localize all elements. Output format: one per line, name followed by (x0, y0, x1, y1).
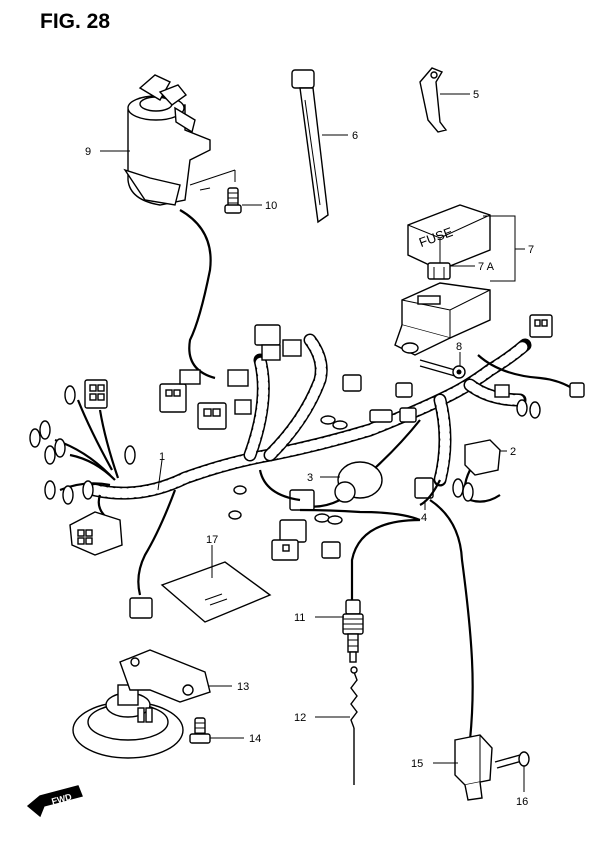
fuse-7a (427, 262, 451, 280)
callout-11: 11 (294, 612, 305, 624)
callout-5: 5 (473, 89, 479, 101)
sensor-11 (342, 518, 421, 663)
component-3 (299, 419, 421, 508)
callout-14: 14 (249, 733, 261, 745)
callout-6: 6 (352, 130, 358, 142)
callout-16: 16 (516, 796, 528, 808)
fuse-box: FUSE (407, 204, 491, 271)
screw-10 (224, 187, 242, 214)
left-connectors (29, 379, 153, 619)
ignition-switch (123, 74, 236, 206)
label-sheet (160, 561, 272, 623)
callout-7: 7 (528, 244, 534, 256)
callout-8: 8 (456, 341, 462, 353)
horn-13 (72, 649, 211, 759)
callout-3: 3 (307, 472, 313, 484)
fuse-holder (394, 282, 491, 356)
forward-arrow-icon: FWD (26, 785, 83, 818)
callout-12: 12 (294, 712, 306, 724)
callouts: 9 10 6 5 7 7 A 8 2 3 4 1 17 11 12 13 14 … (85, 89, 534, 808)
right-connectors (477, 314, 585, 419)
spring-12 (350, 666, 358, 785)
callout-17: 17 (206, 534, 218, 546)
callout-2: 2 (510, 446, 516, 458)
bolt-14 (189, 717, 211, 744)
figure-title: FIG. 28 (40, 10, 111, 33)
callout-9: 9 (85, 146, 91, 158)
callout-15: 15 (411, 758, 423, 770)
callout-13: 13 (237, 681, 249, 693)
callout-7a: 7 A (478, 261, 495, 273)
callout-1: 1 (159, 451, 165, 463)
leader-lines (100, 93, 525, 792)
bolt-8 (419, 359, 466, 379)
switch-15 (429, 499, 493, 801)
callout-10: 10 (265, 200, 277, 212)
screw-16 (494, 751, 530, 769)
cable-tie (291, 69, 329, 224)
connector-4 (414, 477, 474, 506)
main-wiring-harness (54, 209, 532, 596)
callout-4: 4 (421, 512, 427, 524)
center-connectors (228, 469, 421, 561)
clamp-5 (419, 67, 448, 133)
upper-connectors (159, 324, 417, 430)
